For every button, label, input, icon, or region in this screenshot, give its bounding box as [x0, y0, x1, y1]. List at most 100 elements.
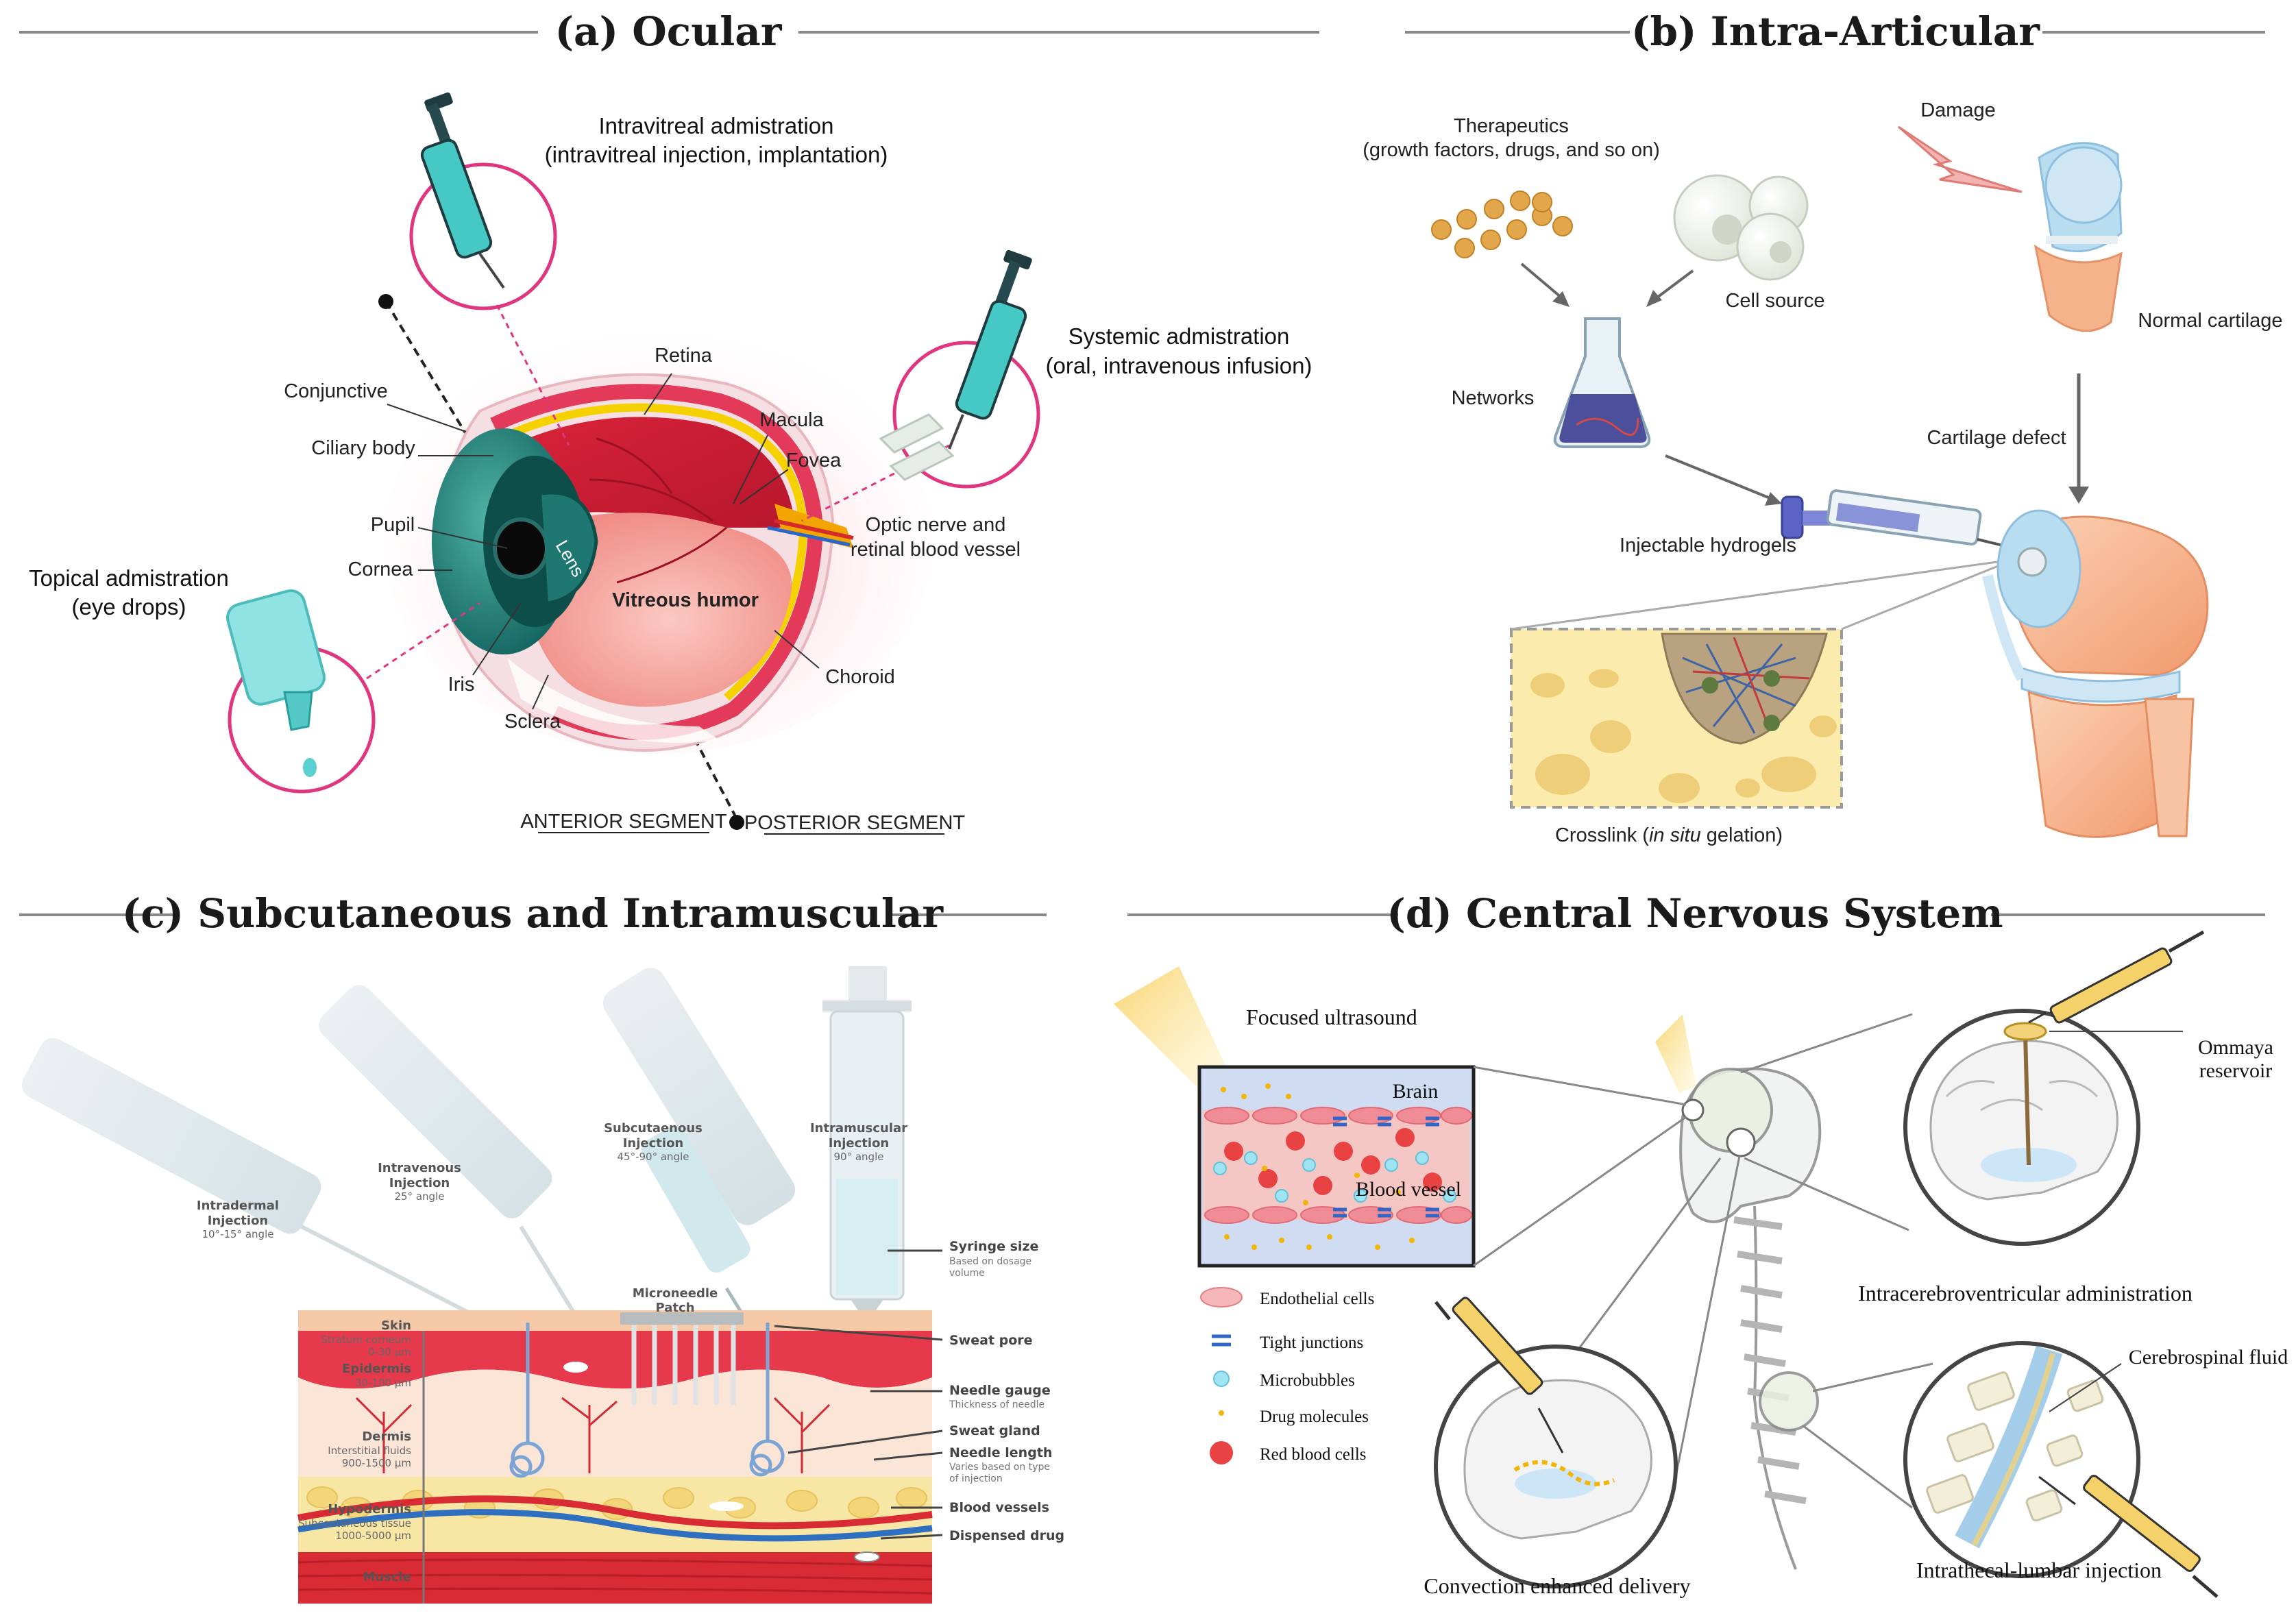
- conjunctive-label: Conjunctive: [284, 380, 388, 402]
- syringe-size-label: Syringe size: [949, 1239, 1038, 1254]
- systemic-syringe-icon: [879, 249, 1032, 481]
- syringe-size-sub-1: Based on dosage: [949, 1256, 1031, 1267]
- intravenous-label-2: Injection: [389, 1176, 450, 1190]
- intravenous-label-1: Intravenous: [378, 1161, 461, 1175]
- intramuscular-label-1: Intramuscular: [810, 1121, 907, 1136]
- panel-ocular: Lens Intravi: [29, 92, 1312, 835]
- cns-connector-lines: [1473, 1013, 1933, 1509]
- microbubbles: [1213, 1151, 1456, 1203]
- section-a-title: (a) Ocular: [555, 8, 783, 55]
- epidermis-sub: 30-100 μm: [355, 1377, 411, 1389]
- sweat-gland-icon: [509, 1323, 785, 1478]
- posterior-segment-label: POSTERIOR SEGMENT: [744, 812, 966, 834]
- zoom-line-1: [1841, 554, 2026, 630]
- intramuscular-syringe-icon: [822, 966, 912, 1556]
- optic-blue-vessel: [767, 526, 851, 547]
- systemic-title: Systemic admistration: [1068, 323, 1290, 349]
- pupil-label: Pupil: [371, 514, 415, 536]
- tight-junctions: [1333, 1116, 1439, 1218]
- subcutaneous-label-1: Subcutaenous: [604, 1121, 703, 1136]
- icv-label: Intracerebroventricular administration: [1858, 1281, 2193, 1305]
- skin-label: Skin: [381, 1318, 411, 1333]
- ced-drug-distribution: [1513, 1460, 1615, 1486]
- legend-rbc-label: Red blood cells: [1260, 1445, 1367, 1464]
- vitreous-humor-label: Vitreous humor: [612, 589, 759, 611]
- arrow-flask-to-syringe: [1665, 454, 1776, 502]
- microneedle-label-1: Microneedle: [633, 1286, 718, 1301]
- iris-label: Iris: [448, 674, 475, 696]
- section-b-header: (b) Intra-Articular: [1405, 8, 2265, 55]
- legend-junction-label: Tight junctions: [1260, 1334, 1363, 1352]
- optic-nerve: [774, 504, 853, 548]
- capillaries: [355, 1397, 831, 1473]
- macula-label: Macula: [759, 409, 824, 431]
- ommaya-label-2: reservoir: [2199, 1059, 2273, 1082]
- pupil-shape: [493, 517, 549, 579]
- retina-yellow-layer: [498, 403, 808, 701]
- eye-drop-bottle-icon: [226, 589, 326, 777]
- legend-rbc-icon: [1210, 1441, 1233, 1464]
- spine-magnifier: [1759, 1371, 1819, 1432]
- optic-nerve-label-1: Optic nerve and: [866, 514, 1006, 536]
- ommaya-label-1: Ommaya: [2198, 1036, 2273, 1059]
- microneedle-label-2: Patch: [656, 1301, 695, 1315]
- hydrogel-network-red: [1692, 637, 1810, 727]
- endothelial-row-top: [1204, 1107, 1472, 1125]
- right-leader-lines: [774, 1249, 943, 1540]
- intravitreal-circle: [409, 162, 557, 310]
- endothelial-row-bottom: [1204, 1206, 1472, 1224]
- panel-cns: Focused ultrasound: [1114, 930, 2288, 1598]
- topical-title: Topical admistration: [29, 565, 229, 591]
- injectable-hydrogels-label: Injectable hydrogels: [1620, 535, 1796, 556]
- intradermal-syringe-icon: [21, 1038, 550, 1355]
- ced-label: Convection enhanced delivery: [1424, 1573, 1690, 1598]
- sweat-pore-label: Sweat pore: [949, 1333, 1033, 1348]
- intravenous-angle: 25° angle: [395, 1190, 445, 1203]
- networks-label: Networks: [1452, 387, 1535, 409]
- head-magnifier-small-2: [1726, 1127, 1756, 1157]
- legend-microbubble-icon: [1213, 1371, 1230, 1387]
- intramuscular-angle: 90° angle: [834, 1151, 884, 1163]
- panel-subcutaneous: Intradermal Injection 10°-15° angle Intr…: [21, 966, 1064, 1604]
- normal-cartilage-label: Normal cartilage: [2138, 310, 2282, 332]
- epidermis-label: Epidermis: [342, 1362, 411, 1376]
- hypodermis-sub-2: 1000-5000 μm: [335, 1530, 411, 1542]
- needle-length-sub-1: Varies based on type: [949, 1462, 1050, 1473]
- divider-dashed-line: [384, 300, 474, 447]
- muscle-label: Muscle: [363, 1570, 412, 1584]
- blood-vessel-label: Blood vessel: [1356, 1178, 1461, 1201]
- blood-vessels-label: Blood vessels: [949, 1500, 1049, 1515]
- therapeutics-label-2: (growth factors, drugs, and so on): [1363, 139, 1660, 161]
- intradermal-angle: 10°-15° angle: [202, 1228, 274, 1240]
- ultrasound-beam: [1114, 966, 1234, 1096]
- legend-microbubble-label: Microbubbles: [1260, 1371, 1355, 1390]
- ced-syringe-icon: [1434, 1297, 1564, 1453]
- cell-source-label: Cell source: [1725, 290, 1824, 312]
- vertebrae-shapes: [1926, 1371, 2104, 1522]
- vein-vessel: [297, 1509, 933, 1542]
- csf-label: Cerebrospinal fluid: [2129, 1346, 2288, 1369]
- hypodermis-sub-1: Subcontaneous tissue: [298, 1517, 411, 1530]
- head-magnifier-small-1: [1681, 1099, 1705, 1122]
- artery-vessel: [297, 1495, 933, 1530]
- optic-red-vessel: [774, 519, 854, 540]
- subcutaneous-angle: 45°-90° angle: [618, 1151, 689, 1163]
- crosslink-label: Crosslink (in situ gelation): [1555, 824, 1783, 846]
- sweat-gland-label: Sweat gland: [949, 1423, 1040, 1438]
- intravitreal-syringe-icon: [420, 92, 505, 289]
- microneedle-patch-icon: [620, 1312, 744, 1405]
- cns-legend: Endothelial cells Tight junctions Microb…: [1200, 1287, 1374, 1464]
- choroid-label: Choroid: [825, 666, 895, 688]
- dermis-sub-2: 900-1500 μm: [342, 1457, 411, 1469]
- needle-gauge-label: Needle gauge: [949, 1383, 1051, 1398]
- hypodermis-label: Hypodermis: [328, 1502, 411, 1517]
- subcutaneous-label-2: Injection: [623, 1136, 684, 1151]
- stratum-corneum-layer: [298, 1310, 932, 1331]
- subcutaneous-drug: [709, 1501, 744, 1511]
- anterior-segment-label: ANTERIOR SEGMENT: [520, 811, 727, 833]
- cell-source-icon: [1673, 174, 1809, 281]
- legend-endothelial-icon: [1200, 1287, 1243, 1308]
- skin-sub-2: 0-30 μm: [368, 1346, 411, 1358]
- section-a-header: (a) Ocular: [19, 8, 1319, 55]
